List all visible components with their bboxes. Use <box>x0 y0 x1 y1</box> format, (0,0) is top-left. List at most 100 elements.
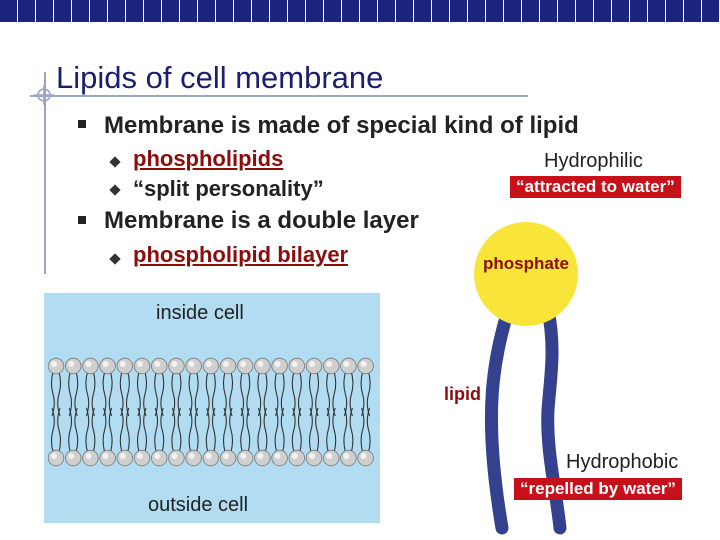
lipid-tail <box>143 407 148 453</box>
bullet-membrane-lipid: Membrane is made of special kind of lipi… <box>104 112 579 139</box>
lipid-tail <box>102 407 107 453</box>
header-square <box>648 0 666 22</box>
head-highlight <box>51 361 57 367</box>
repelled-by-water-label: “repelled by water” <box>514 478 682 500</box>
lipid-tail <box>366 371 371 417</box>
lipid-tail <box>263 371 268 417</box>
slide-left-rule <box>44 72 46 274</box>
head-highlight <box>257 361 264 367</box>
header-square <box>576 0 594 22</box>
outside-cell-label: outside cell <box>148 494 249 516</box>
lipid-tail <box>102 371 107 417</box>
header-square <box>612 0 630 22</box>
head-highlight <box>188 453 195 459</box>
lipid-tail <box>143 371 148 417</box>
lipid-tail <box>74 407 79 453</box>
head-highlight <box>343 361 350 367</box>
head-highlight <box>154 361 161 367</box>
head-highlight <box>102 453 109 459</box>
lipid-tail <box>68 407 73 453</box>
square-bullet-icon <box>78 120 86 128</box>
phosphate-head <box>474 222 578 326</box>
header-square <box>216 0 234 22</box>
lipid-tail <box>297 371 302 417</box>
header-square <box>540 0 558 22</box>
phosphate-label: phosphate <box>483 254 569 273</box>
head-highlight <box>360 361 367 367</box>
lipid-tail <box>57 407 62 453</box>
lipid-tail <box>50 371 55 417</box>
head-highlight <box>154 453 161 459</box>
lipid-tail <box>308 407 313 453</box>
head-highlight <box>291 361 298 367</box>
head-highlight <box>240 453 247 459</box>
lipid-tail <box>136 407 141 453</box>
head-highlight <box>51 453 57 459</box>
lipid-tail <box>222 407 227 453</box>
lipid-tail <box>194 371 199 417</box>
lipid-tail <box>274 407 279 453</box>
lipid-tail <box>280 371 285 417</box>
lipid-tail <box>108 371 113 417</box>
lipid-tail <box>91 407 96 453</box>
header-square <box>666 0 684 22</box>
head-highlight <box>205 453 212 459</box>
lipid-tail <box>125 371 130 417</box>
sub-bullet-split-personality: “split personality” <box>133 176 324 201</box>
head-highlight <box>343 453 350 459</box>
hydrophilic-label: Hydrophilic <box>544 150 643 172</box>
lipid-tail <box>326 371 331 417</box>
head-highlight <box>68 453 75 459</box>
crosshair-icon <box>34 85 54 105</box>
lipid-tail <box>154 371 159 417</box>
lipid-tail <box>332 407 337 453</box>
lipid-tail <box>125 407 130 453</box>
head-highlight <box>119 453 126 459</box>
head-highlight <box>85 453 92 459</box>
header-square <box>162 0 180 22</box>
header-square <box>306 0 324 22</box>
lipid-tail <box>154 407 159 453</box>
head-highlight <box>68 361 75 367</box>
header-square <box>270 0 288 22</box>
lipid-tail <box>160 407 165 453</box>
bullet-double-layer: Membrane is a double layer <box>104 207 419 234</box>
header-square <box>468 0 486 22</box>
lipid-tail <box>343 407 348 453</box>
header-square <box>288 0 306 22</box>
header-square <box>432 0 450 22</box>
head-highlight <box>309 361 315 367</box>
lipid-tail <box>177 371 182 417</box>
lipid-tail <box>257 371 262 417</box>
square-bullet-icon <box>78 216 86 224</box>
header-square <box>504 0 522 22</box>
lipid-tail <box>160 371 165 417</box>
header-square <box>684 0 702 22</box>
lipid-tail <box>211 371 216 417</box>
head-highlight <box>291 453 298 459</box>
lipid-tail <box>108 407 113 453</box>
head-highlight <box>188 361 195 367</box>
header-square <box>378 0 396 22</box>
head-highlight <box>102 361 109 367</box>
header-square <box>144 0 162 22</box>
head-highlight <box>360 453 367 459</box>
header-square <box>486 0 504 22</box>
head-highlight <box>326 361 333 367</box>
lipid-tail <box>360 407 365 453</box>
lipid-tail <box>326 407 331 453</box>
lipid-tail <box>229 371 234 417</box>
lipid-tail <box>308 371 313 417</box>
header-square <box>450 0 468 22</box>
lipid-tail <box>188 407 193 453</box>
head-highlight <box>85 361 92 367</box>
lipid-tail <box>91 371 96 417</box>
header-square <box>594 0 612 22</box>
lipid-tail <box>194 407 199 453</box>
header-square-bar <box>0 0 720 22</box>
head-highlight <box>223 361 229 367</box>
head-highlight <box>137 453 143 459</box>
lipid-tail <box>297 407 302 453</box>
header-square <box>630 0 648 22</box>
title-underline <box>30 95 528 97</box>
